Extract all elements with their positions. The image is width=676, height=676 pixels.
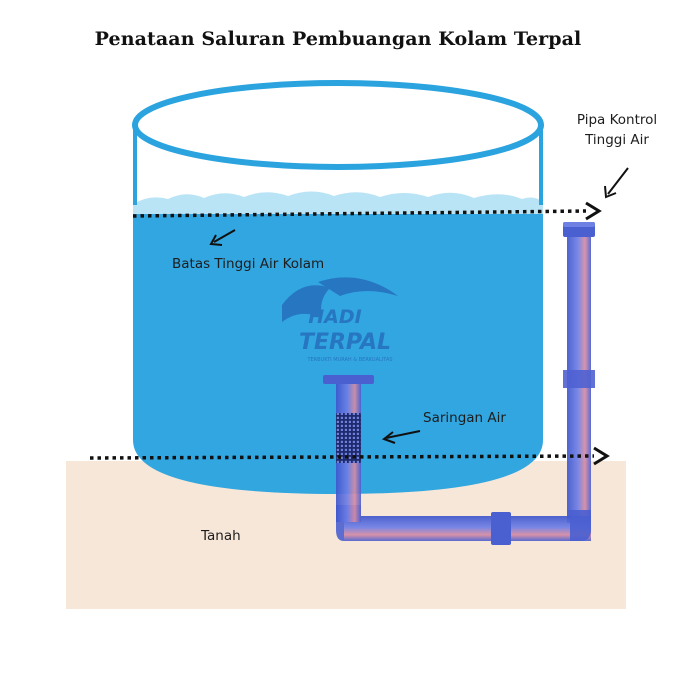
ground-level-line [89, 454, 595, 460]
pipe-elbow-right [567, 510, 591, 541]
diagram-title: Penataan Saluran Pembuangan Kolam Terpal [94, 28, 582, 50]
pool-rim [132, 80, 544, 170]
svg-text:HADI: HADI [308, 306, 361, 328]
pipe-label-arrow [607, 167, 629, 195]
water-surface-foam [133, 191, 543, 214]
pool-water [133, 204, 543, 494]
water-level-line-arrowhead [585, 201, 602, 221]
svg-text:TERBUKTI MURAH & BERKUALITAS: TERBUKTI MURAH & BERKUALITAS [306, 357, 392, 363]
drain-pipe [323, 375, 374, 522]
control-pipe-label-line2: Tinggi Air [585, 132, 649, 148]
svg-text:TERPAL: TERPAL [299, 330, 391, 355]
pipe-coupling [491, 512, 511, 545]
control-pipe [563, 222, 595, 523]
filter-label-arrow [385, 430, 421, 439]
control-pipe-label-line1: Pipa Kontrol [576, 112, 658, 128]
pointer-arrows [209, 167, 629, 444]
water-filter-label: Saringan Air [423, 410, 506, 426]
water-filter-mesh [336, 413, 361, 463]
ground-level-line-arrowhead [593, 446, 610, 466]
ground-label: Tanah [201, 528, 241, 544]
control-pipe-label: Pipa Kontrol Tinggi Air [562, 110, 672, 150]
water-level-label: Batas Tinggi Air Kolam [172, 256, 325, 272]
water-level-label-arrow [213, 229, 236, 243]
horizontal-pipe [344, 516, 591, 541]
watermark-logo: HADI TERPAL TERBUKTI MURAH & BERKUALITAS [282, 277, 398, 363]
water-level-line [132, 209, 587, 218]
